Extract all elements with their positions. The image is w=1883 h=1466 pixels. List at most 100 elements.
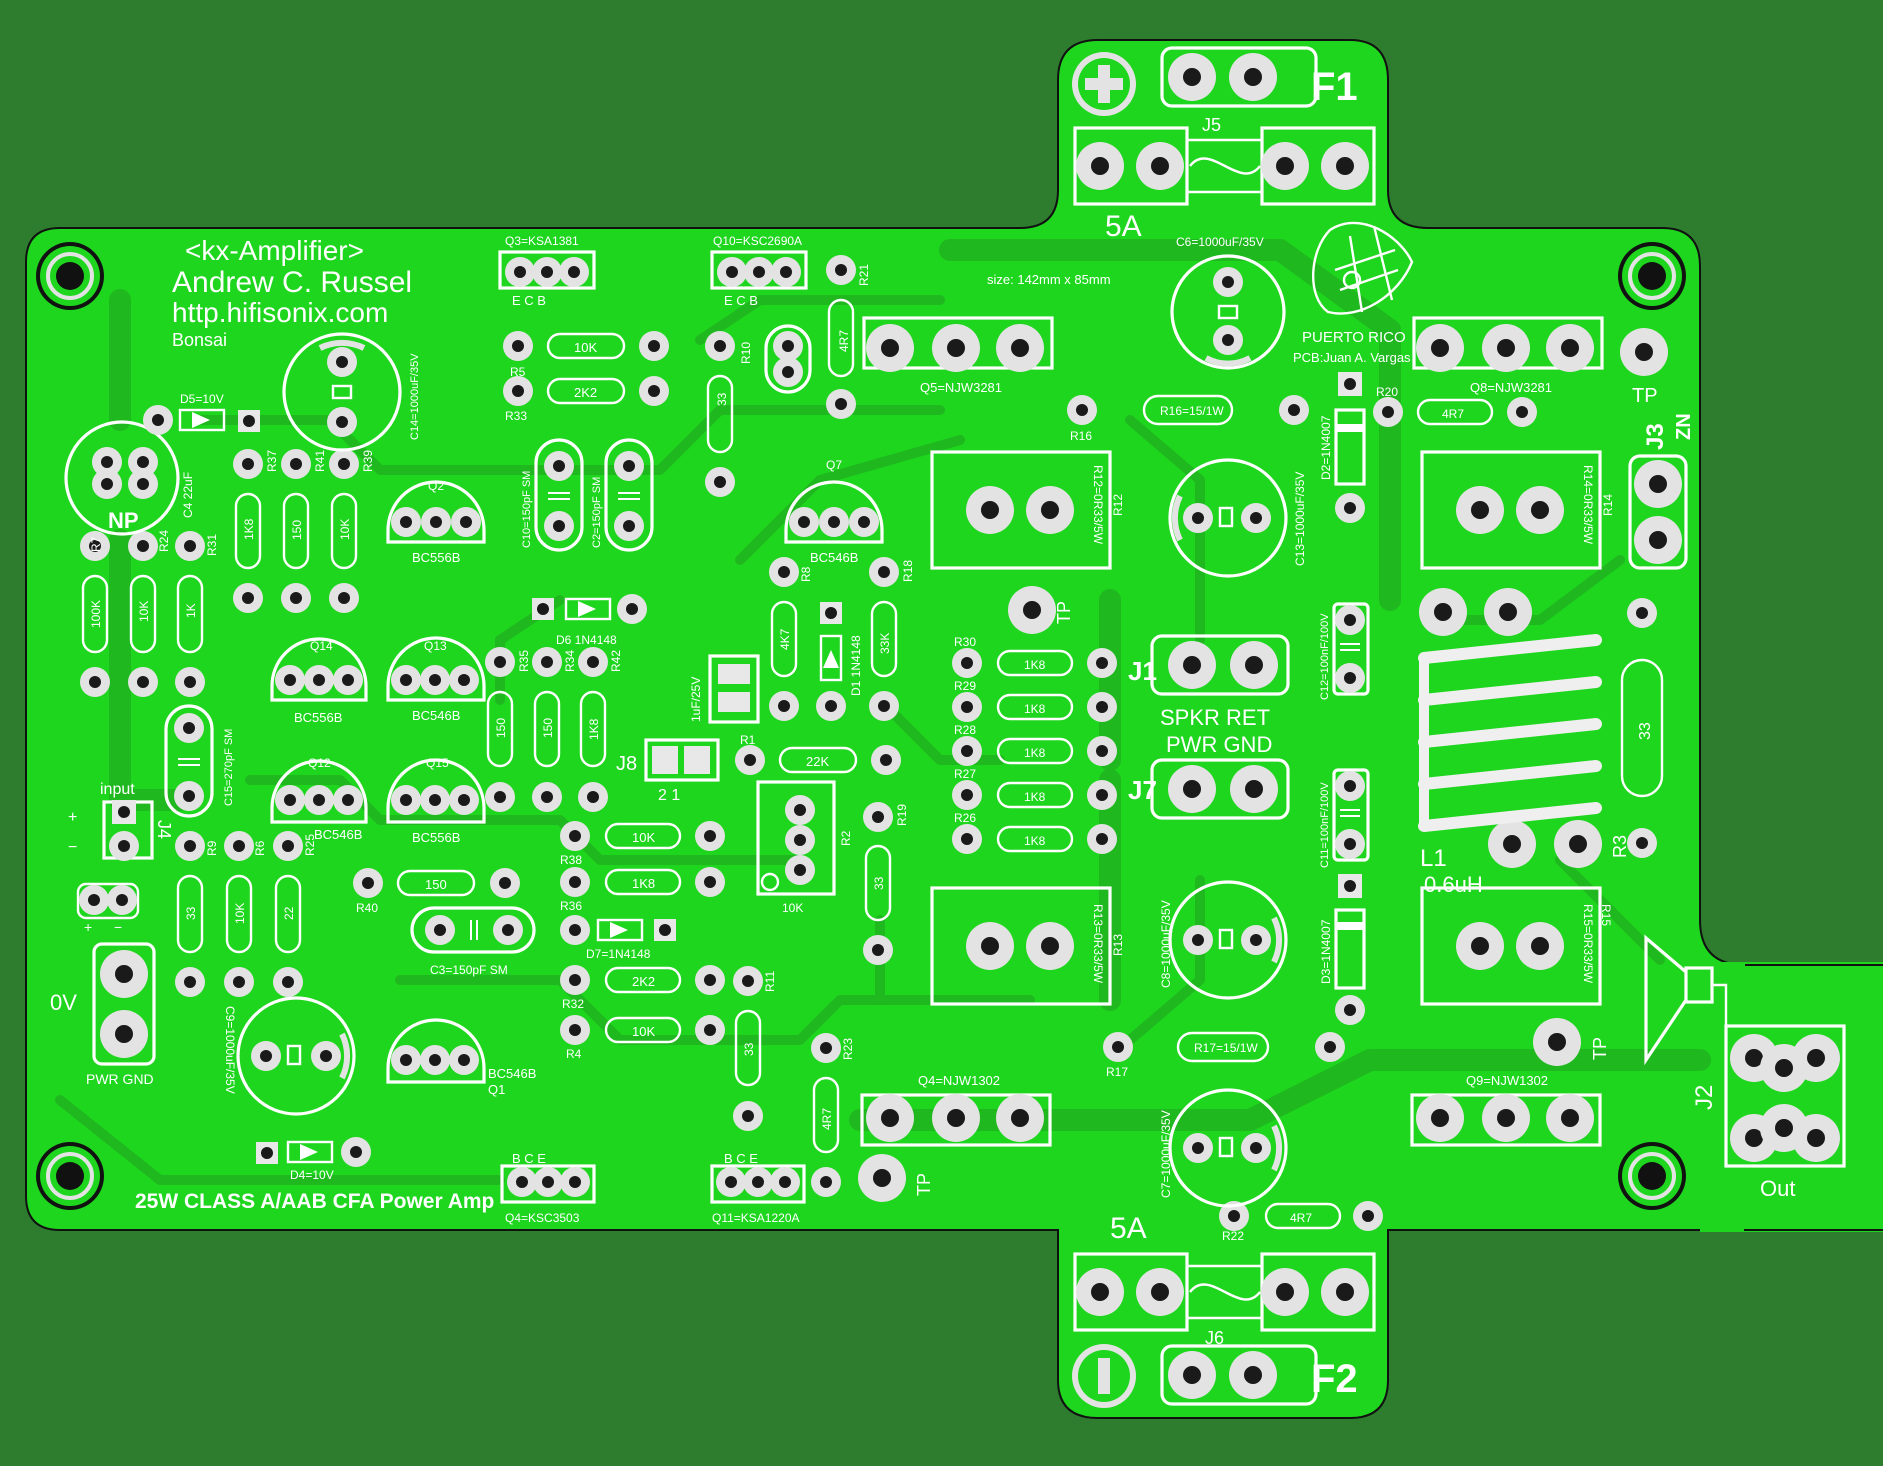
q3-pins: E C B (512, 293, 546, 308)
c11-label: C11=100nF/100V (1319, 782, 1331, 868)
j8-and-trimmer: J8 2 1 10K (616, 738, 836, 915)
j3-label: J3 (1642, 423, 1669, 450)
svg-text:R32: R32 (562, 997, 584, 1011)
svg-text:R9: R9 (205, 840, 219, 856)
svg-text:R1: R1 (740, 733, 756, 747)
j2-label: J2 (1691, 1085, 1718, 1110)
tp-bottom: TP (914, 1173, 934, 1196)
j6-label: J6 (1205, 1328, 1224, 1348)
top-fuse-area: F1 J5 5A (1072, 46, 1376, 243)
output-transistors: Q5=NJW3281 Q8=NJW3281 Q4=NJW1302 Q9=NJW1… (860, 316, 1604, 1147)
q15-part: BC556B (412, 830, 460, 845)
fuse-bottom-rating: 5A (1110, 1212, 1147, 1245)
svg-text:R41: R41 (313, 450, 327, 472)
svg-text:R14: R14 (1601, 494, 1615, 516)
input-connector-j4: input + − J4 + − 0V PWR GND (50, 781, 174, 1087)
j1-label: J1 (1128, 656, 1157, 686)
c4-label: C4 22uF (181, 472, 195, 518)
q7-ref: Q7 (826, 458, 842, 472)
q8-label: Q8=NJW3281 (1470, 380, 1552, 395)
svg-text:R40: R40 (356, 901, 378, 915)
svg-text:R42: R42 (609, 650, 623, 672)
svg-text:R20: R20 (1376, 385, 1398, 399)
r12-value: R12=0R33/5W (1091, 465, 1105, 545)
c10-label: C10=150pF SM (521, 471, 533, 548)
r22-value: 4R7 (1290, 1211, 1312, 1225)
tp-top: TP (1054, 601, 1074, 624)
r9-value: 33 (184, 906, 198, 920)
input-label: input (100, 781, 135, 798)
svg-text:R24: R24 (157, 530, 171, 552)
svg-text:R19: R19 (895, 804, 909, 826)
q12-part: BC546B (314, 827, 362, 842)
r32-value: 2K2 (632, 974, 655, 989)
title-url: http.hifisonix.com (172, 297, 388, 328)
d5-label: D5=10V (180, 392, 224, 406)
r24-value: 10K (137, 601, 151, 622)
svg-text:R18: R18 (901, 560, 915, 582)
jumper-plus: + (84, 919, 92, 935)
q10-pins: E C B (724, 293, 758, 308)
svg-text:R17: R17 (1106, 1065, 1128, 1079)
q4-driver-label: Q4=KSC3503 (505, 1211, 580, 1225)
r40-value: 150 (425, 877, 447, 892)
f1-label: F1 (1311, 65, 1358, 109)
svg-text:R38: R38 (560, 853, 582, 867)
q2-ref: Q2 (428, 479, 444, 493)
j7-label: J7 (1128, 775, 1157, 805)
j4-label: J4 (154, 820, 174, 839)
r20-value: 4R7 (1442, 407, 1464, 421)
r17-value: R17=15/1W (1194, 1041, 1258, 1055)
svg-text:R39: R39 (361, 450, 375, 472)
inductor-l1: L1 0.6uH (1418, 588, 1602, 897)
film-capacitors: C10=150pF SM C2=150pF SM C15=270pF SM C3… (164, 438, 1370, 977)
svg-text:R35: R35 (517, 650, 531, 672)
r16-value: R16=15/1W (1160, 404, 1224, 418)
svg-text:R11: R11 (763, 971, 777, 992)
j8-pins: 2 1 (658, 787, 680, 804)
svg-text:R37: R37 (265, 450, 279, 472)
r27-value: 1K8 (1024, 790, 1046, 804)
q14-part: BC556B (294, 710, 342, 725)
vertical-resistors: 33 4R7 100K 10K 1K 1K8 150 10K 150 150 1 (80, 255, 1664, 1197)
svg-text:R34: R34 (563, 650, 577, 672)
spkr-ret-label: SPKR RET (1160, 705, 1270, 730)
c13-label: C13=1000uF/35V (1293, 472, 1307, 566)
q7-part: BC546B (810, 550, 858, 565)
q14-ref: Q14 (310, 639, 333, 653)
pwr-gnd-label: PWR GND (86, 1071, 154, 1087)
frog-logo (1311, 221, 1414, 315)
r1-value: 22K (806, 754, 829, 769)
j8-label: J8 (616, 753, 637, 775)
j3-connector: TP J3 ZN (1620, 328, 1695, 570)
svg-text:R28: R28 (954, 723, 976, 737)
r28-value: 1K8 (1024, 746, 1046, 760)
r31-value: 1K (184, 603, 198, 618)
svg-text:R23: R23 (841, 1038, 855, 1060)
j3-tp-label: TP (1632, 385, 1658, 407)
r41-value: 150 (290, 520, 304, 540)
r25-value: 22 (282, 906, 296, 920)
svg-text:R27: R27 (954, 767, 976, 781)
q1-ref: Q1 (488, 1082, 505, 1097)
j5-label: J5 (1202, 115, 1221, 135)
q13-ref: Q13 (424, 639, 447, 653)
q15-ref: Q15 (426, 756, 449, 770)
footer-label: 25W CLASS A/AAB CFA Power Amp (135, 1190, 494, 1213)
c6-label: C6=1000uF/35V (1176, 235, 1264, 249)
r36-value: 1K8 (632, 876, 655, 891)
speaker-return-connectors: J1 SPKR RET PWR GND J7 (1128, 634, 1290, 820)
svg-text:R36: R36 (560, 899, 582, 913)
r26-value: 1K8 (1024, 834, 1046, 848)
r13-value: R13=0R33/5W (1091, 904, 1105, 984)
c7-label: C7=1000uF/35V (1159, 1110, 1173, 1198)
tp-right: TP (1590, 1037, 1610, 1060)
d3-label: D3=1N4007 (1319, 919, 1333, 984)
r6-value: 10K (233, 903, 247, 924)
horizontal-resistors: 10K 2K2 R16=15/1W 4R7 22K 1K8 1K8 1K8 1K… (353, 331, 1537, 1231)
q4-output-label: Q4=NJW1302 (918, 1073, 1000, 1088)
svg-text:R29: R29 (954, 679, 976, 693)
r19-value: 33 (872, 876, 886, 890)
svg-text:R3: R3 (1610, 835, 1630, 858)
svg-text:R33: R33 (505, 409, 527, 423)
